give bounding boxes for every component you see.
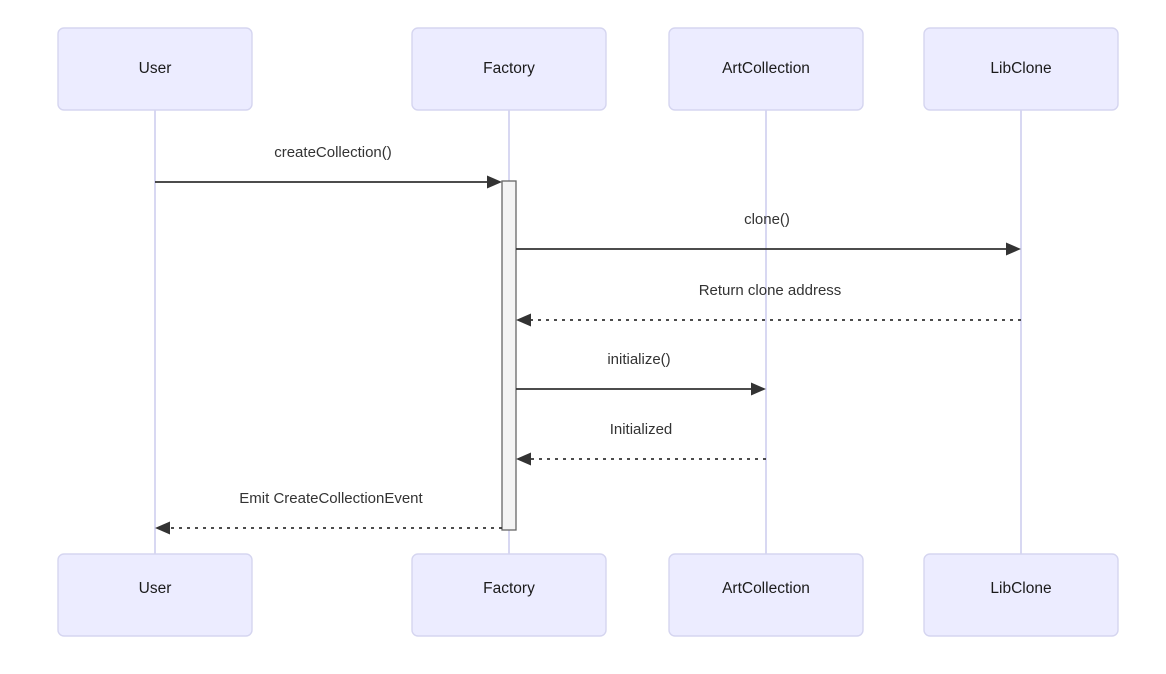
participant-box-libclone-bottom[interactable]: LibClone — [923, 553, 1119, 637]
participant-box-factory-bottom[interactable]: Factory — [411, 553, 607, 637]
message-label-createcollection: createCollection() — [274, 144, 392, 161]
arrow-head-right — [1006, 242, 1021, 256]
participant-label-artcollection-bottom: ArtCollection — [722, 580, 810, 597]
participant-label-factory-bottom: Factory — [483, 580, 535, 597]
message-label-emit-createcollectionevent: Emit CreateCollectionEvent — [239, 490, 423, 507]
participant-rect — [57, 27, 253, 111]
participant-label-user-top: User — [139, 60, 172, 77]
participant-box-user-bottom[interactable]: User — [57, 553, 253, 637]
message-return-clone-address[interactable]: Return clone address — [516, 282, 1021, 327]
participant-rect — [411, 553, 607, 637]
participant-box-artcollection-top[interactable]: ArtCollection — [668, 27, 864, 111]
arrow-head-right — [751, 382, 766, 396]
activation-bar-factory[interactable] — [501, 180, 517, 531]
message-emit-createcollectionevent[interactable]: Emit CreateCollectionEvent — [155, 490, 502, 535]
lifelines-group — [154, 110, 1022, 554]
participant-box-user-top[interactable]: User — [57, 27, 253, 111]
participant-rect — [57, 553, 253, 637]
participant-rect — [668, 27, 864, 111]
participant-label-user-bottom: User — [139, 580, 172, 597]
message-initialized[interactable]: Initialized — [516, 421, 766, 466]
participant-boxes-bottom: User Factory ArtCollection LibClone — [57, 553, 1119, 637]
arrow-head-left — [516, 313, 531, 327]
message-label-clone: clone() — [744, 211, 790, 228]
message-clone[interactable]: clone() — [516, 211, 1021, 256]
messages-group: createCollection() clone() Return clone … — [155, 144, 1021, 535]
arrow-head-left — [155, 521, 170, 535]
participant-label-factory-top: Factory — [483, 60, 535, 77]
participant-boxes-top: User Factory ArtCollection LibClone — [57, 27, 1119, 111]
message-label-initialized: Initialized — [610, 421, 673, 438]
participant-box-libclone-top[interactable]: LibClone — [923, 27, 1119, 111]
participant-rect — [923, 553, 1119, 637]
participant-label-artcollection-top: ArtCollection — [722, 60, 810, 77]
participant-label-libclone-bottom: LibClone — [990, 580, 1051, 597]
message-label-initialize: initialize() — [607, 351, 670, 368]
arrow-head-left — [516, 452, 531, 466]
participant-rect — [668, 553, 864, 637]
message-createcollection[interactable]: createCollection() — [155, 144, 502, 189]
participant-label-libclone-top: LibClone — [990, 60, 1051, 77]
participant-box-factory-top[interactable]: Factory — [411, 27, 607, 111]
activation-bars-group — [501, 180, 517, 531]
message-label-return-clone-address: Return clone address — [699, 282, 842, 299]
message-initialize[interactable]: initialize() — [516, 351, 766, 396]
participant-rect — [411, 27, 607, 111]
participant-rect — [923, 27, 1119, 111]
arrow-head-right — [487, 175, 502, 189]
participant-box-artcollection-bottom[interactable]: ArtCollection — [668, 553, 864, 637]
